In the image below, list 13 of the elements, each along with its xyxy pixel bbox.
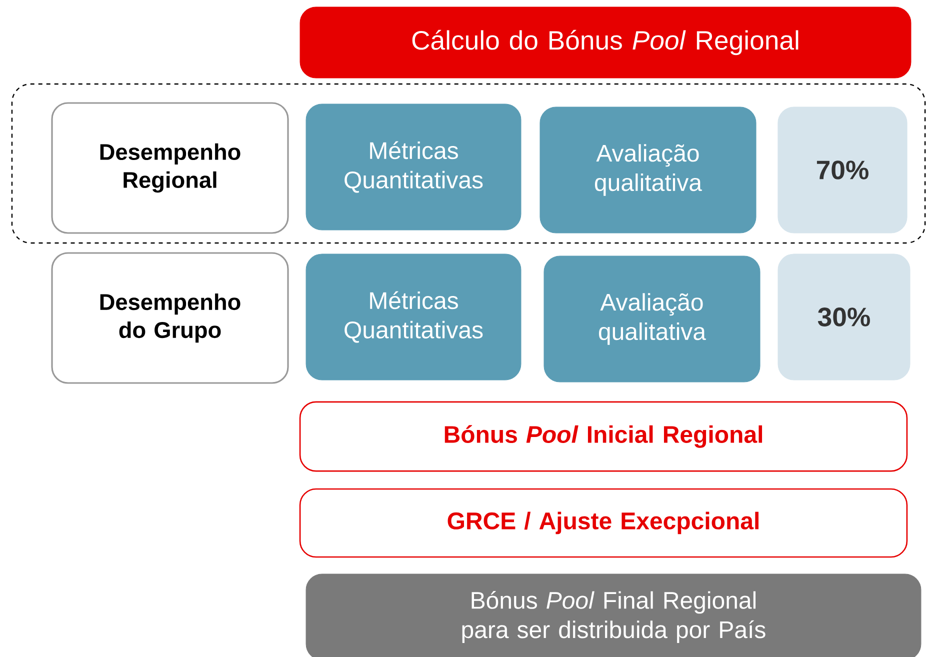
dashed-group-frame xyxy=(11,83,926,244)
result-box: Bónus Pool Final Regional para ser distribuida por País xyxy=(306,574,922,657)
title-box: Cálculo do Bónus Pool Regional xyxy=(300,6,912,78)
percentage-box: 30% xyxy=(778,254,910,380)
process-box: Avaliação qualitativa xyxy=(544,256,760,382)
process-box: Avaliação qualitativa xyxy=(540,106,756,234)
process-box: Métricas Quantitativas xyxy=(306,254,522,380)
process-box: Desempenho do Grupo xyxy=(51,252,289,384)
percentage-box: 70% xyxy=(778,106,908,234)
process-box: Bónus Pool Inicial Regional xyxy=(299,401,908,472)
process-box: GRCE / Ajuste Execpcional xyxy=(299,488,908,558)
process-box: Desempenho Regional xyxy=(51,102,289,234)
process-box: Métricas Quantitativas xyxy=(306,104,522,230)
